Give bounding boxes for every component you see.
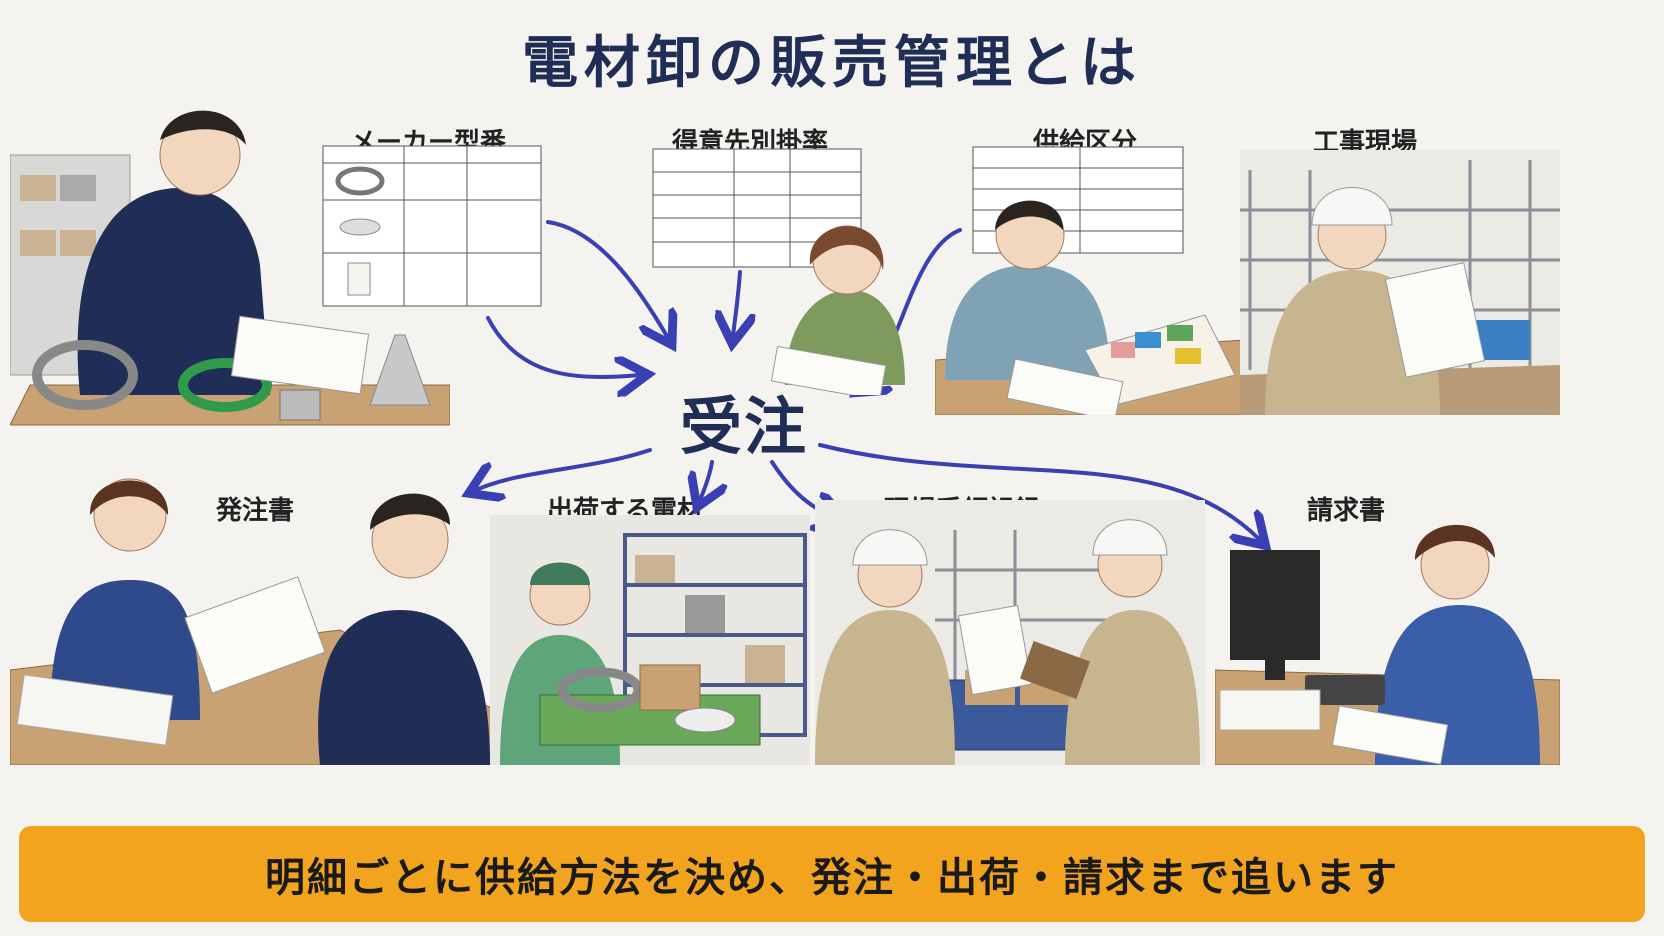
label-purchase-order: 発注書	[215, 496, 295, 526]
scene-invoice-illustration	[1215, 524, 1560, 765]
arrow-order-to-shipping	[700, 460, 712, 500]
scene-construction-site-illustration	[1240, 150, 1560, 415]
scene-purchase-order-illustration	[10, 478, 495, 765]
scene-worker-samples-illustration	[935, 200, 1245, 415]
summary-banner-text: 明細ごとに供給方法を決め、発注・出荷・請求まで追います	[265, 855, 1399, 901]
arrow-order-to-po	[476, 448, 652, 490]
scene-clerk-writing-illustration	[770, 225, 905, 395]
arrow-rate-to-order	[733, 270, 740, 336]
scene-warehouse-illustration	[490, 515, 810, 765]
summary-banner: 明細ごとに供給方法を決め、発注・出荷・請求まで追います	[19, 826, 1645, 922]
scene-site-receipt-illustration	[815, 500, 1205, 765]
table-maker-model	[322, 145, 542, 307]
arrow-maker-to-order	[546, 220, 668, 338]
page-title: 電材卸の販売管理とは	[522, 31, 1142, 96]
arrow-table-to-order	[486, 316, 640, 377]
center-order-node: 受注	[680, 390, 809, 463]
scene-salesman-illustration	[10, 110, 450, 426]
arrow-order-to-invoice	[818, 443, 1260, 540]
label-invoice: 請求書	[1306, 496, 1386, 526]
